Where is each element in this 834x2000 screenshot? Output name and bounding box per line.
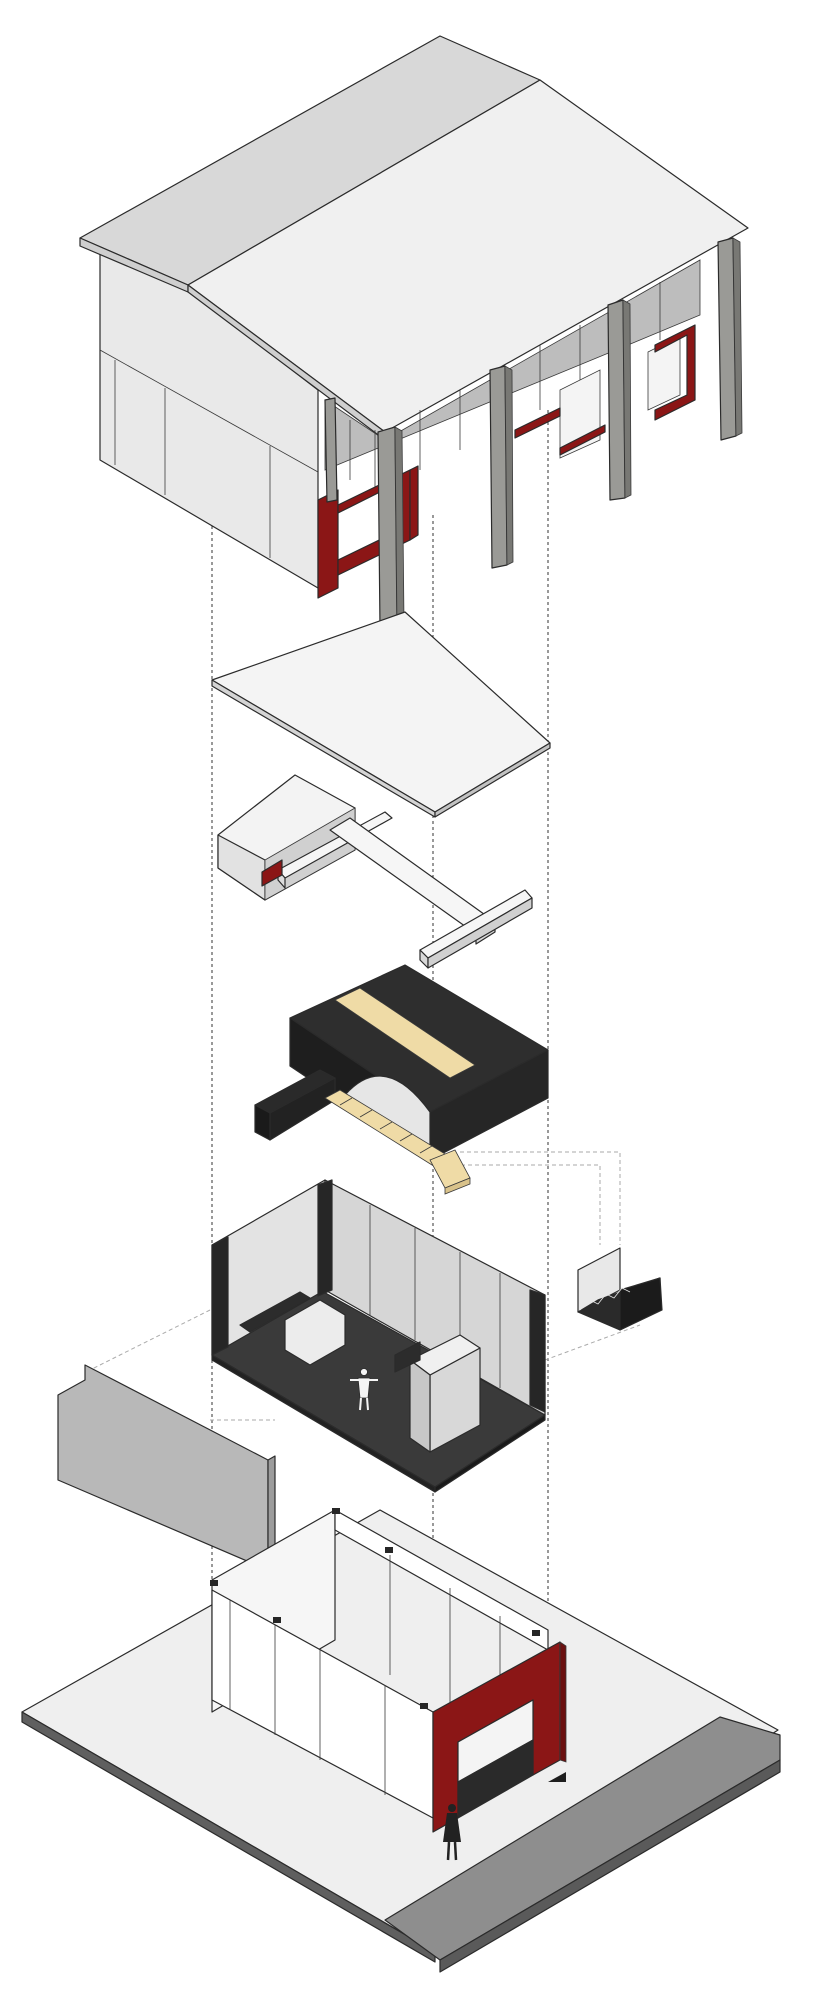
ground-shell: [21, 1508, 781, 1973]
column-small: [324, 397, 338, 503]
roof-shell: [79, 35, 749, 629]
human-figure: [350, 1368, 378, 1411]
column-2: [489, 365, 508, 569]
column-1: [377, 426, 398, 629]
beam-frame: [217, 774, 533, 969]
timber-strip: [334, 987, 476, 1079]
stair: [577, 1247, 663, 1331]
dark-loft-volume: [254, 964, 549, 1195]
alignment-guides: [89, 410, 641, 1700]
column-3: [607, 299, 626, 501]
red-frame-left: [317, 489, 339, 599]
standing-figure: [443, 1804, 461, 1861]
road-strip: [384, 1716, 781, 1961]
interior-floor: [211, 1179, 546, 1493]
ceiling-panel: [211, 611, 551, 818]
side-wall-panel: [57, 1364, 276, 1576]
